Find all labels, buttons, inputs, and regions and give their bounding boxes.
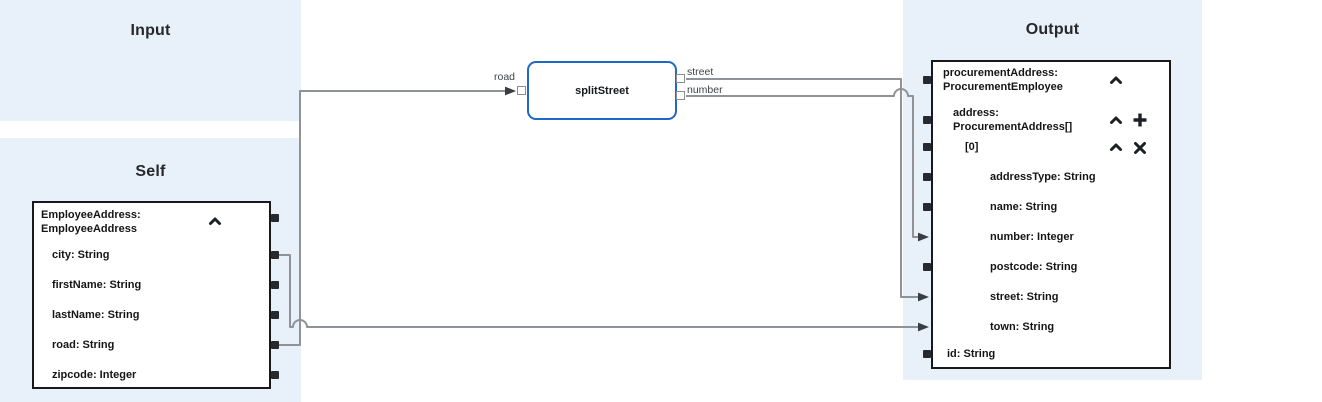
transform-output-port-number[interactable] — [676, 91, 685, 100]
field-label: city: String — [52, 249, 110, 261]
transform-input-port-label: road — [494, 71, 516, 83]
port-addresstype[interactable] — [923, 173, 931, 181]
output-panel-title: Output — [1025, 21, 1080, 38]
connection-number-to-number — [686, 88, 918, 238]
field-row-zipcode[interactable]: zipcode: Integer — [52, 368, 136, 382]
self-header-line2: EmployeeAddress — [41, 223, 137, 235]
collapse-chevron-up-icon[interactable] — [1109, 75, 1123, 85]
collapse-chevron-up-icon[interactable] — [1109, 142, 1123, 152]
field-row-road[interactable]: road: String — [52, 338, 114, 352]
field-row-lastname[interactable]: lastName: String — [52, 308, 139, 322]
output-document-box: procurementAddress: ProcurementEmployee … — [923, 60, 1171, 369]
address-group-line2: ProcurementAddress[] — [953, 121, 1073, 133]
field-label: zipcode: Integer — [52, 369, 137, 381]
port-road[interactable] — [271, 341, 279, 349]
field-label: name: String — [990, 201, 1058, 213]
field-label: firstName: String — [52, 279, 142, 291]
output-header-line1: procurementAddress: — [943, 67, 1058, 79]
field-label: addressType: String — [990, 171, 1096, 183]
field-label: number: Integer — [990, 231, 1074, 243]
input-panel: Input — [0, 0, 301, 121]
address-group-line1: address: — [953, 107, 999, 119]
port-employeeaddress[interactable] — [271, 214, 279, 222]
port-zipcode[interactable] — [271, 371, 279, 379]
field-row-postcode[interactable]: postcode: String — [990, 260, 1077, 274]
self-panel-title: Self — [135, 163, 166, 180]
port-id[interactable] — [923, 350, 931, 358]
connection-city-to-town — [279, 254, 918, 328]
field-row-street[interactable]: street: String — [990, 290, 1058, 304]
add-array-item-plus-icon[interactable] — [1132, 112, 1148, 128]
field-label: postcode: String — [990, 261, 1078, 273]
self-box-header[interactable]: EmployeeAddress: EmployeeAddress — [41, 208, 141, 236]
output-box-header[interactable]: procurementAddress: ProcurementEmployee — [943, 66, 1063, 94]
field-row-firstname[interactable]: firstName: String — [52, 278, 141, 292]
transform-output-port-label-number: number — [687, 84, 723, 96]
field-row-id[interactable]: id: String — [947, 347, 995, 361]
port-postcode[interactable] — [923, 263, 931, 271]
self-document-box: EmployeeAddress: EmployeeAddress city: S… — [32, 201, 279, 389]
field-label: lastName: String — [52, 309, 140, 321]
output-address-group[interactable]: address: ProcurementAddress[] — [953, 106, 1072, 134]
arrowhead-into-splitstreet — [505, 86, 516, 96]
port-lastname[interactable] — [271, 311, 279, 319]
transform-node-label: splitStreet — [575, 84, 629, 97]
self-header-line1: EmployeeAddress: — [41, 209, 141, 221]
port-array-index-0[interactable] — [923, 143, 931, 151]
output-array-index-row[interactable]: [0] — [965, 140, 978, 154]
output-header-line2: ProcurementEmployee — [943, 81, 1063, 93]
field-label: road: String — [52, 339, 115, 351]
field-label: town: String — [990, 321, 1055, 333]
collapse-chevron-up-icon[interactable] — [1109, 115, 1123, 125]
transform-node-splitstreet[interactable]: splitStreet — [517, 61, 685, 120]
connection-road-to-splitstreet — [279, 90, 505, 346]
transform-output-port-street[interactable] — [676, 74, 685, 83]
arrowhead-into-number — [918, 232, 929, 242]
port-address[interactable] — [923, 116, 931, 124]
transform-input-port-road[interactable] — [517, 86, 526, 95]
field-label: street: String — [990, 291, 1059, 303]
array-index-label: [0] — [965, 141, 979, 153]
field-row-name[interactable]: name: String — [990, 200, 1057, 214]
arrowhead-into-street — [918, 292, 929, 302]
transform-output-port-label-street: street — [687, 66, 714, 78]
remove-array-item-x-icon[interactable] — [1133, 141, 1147, 155]
collapse-chevron-up-icon[interactable] — [208, 216, 222, 226]
input-panel-title: Input — [130, 22, 171, 39]
field-row-town[interactable]: town: String — [990, 320, 1054, 334]
port-name[interactable] — [923, 203, 931, 211]
field-label: id: String — [947, 348, 996, 360]
field-row-number[interactable]: number: Integer — [990, 230, 1074, 244]
connection-street-to-street — [686, 78, 918, 298]
port-procurementaddress[interactable] — [923, 76, 931, 84]
arrowhead-into-town — [918, 322, 929, 332]
field-row-city[interactable]: city: String — [52, 248, 109, 262]
port-firstname[interactable] — [271, 281, 279, 289]
port-city[interactable] — [271, 251, 279, 259]
field-row-addresstype[interactable]: addressType: String — [990, 170, 1096, 184]
